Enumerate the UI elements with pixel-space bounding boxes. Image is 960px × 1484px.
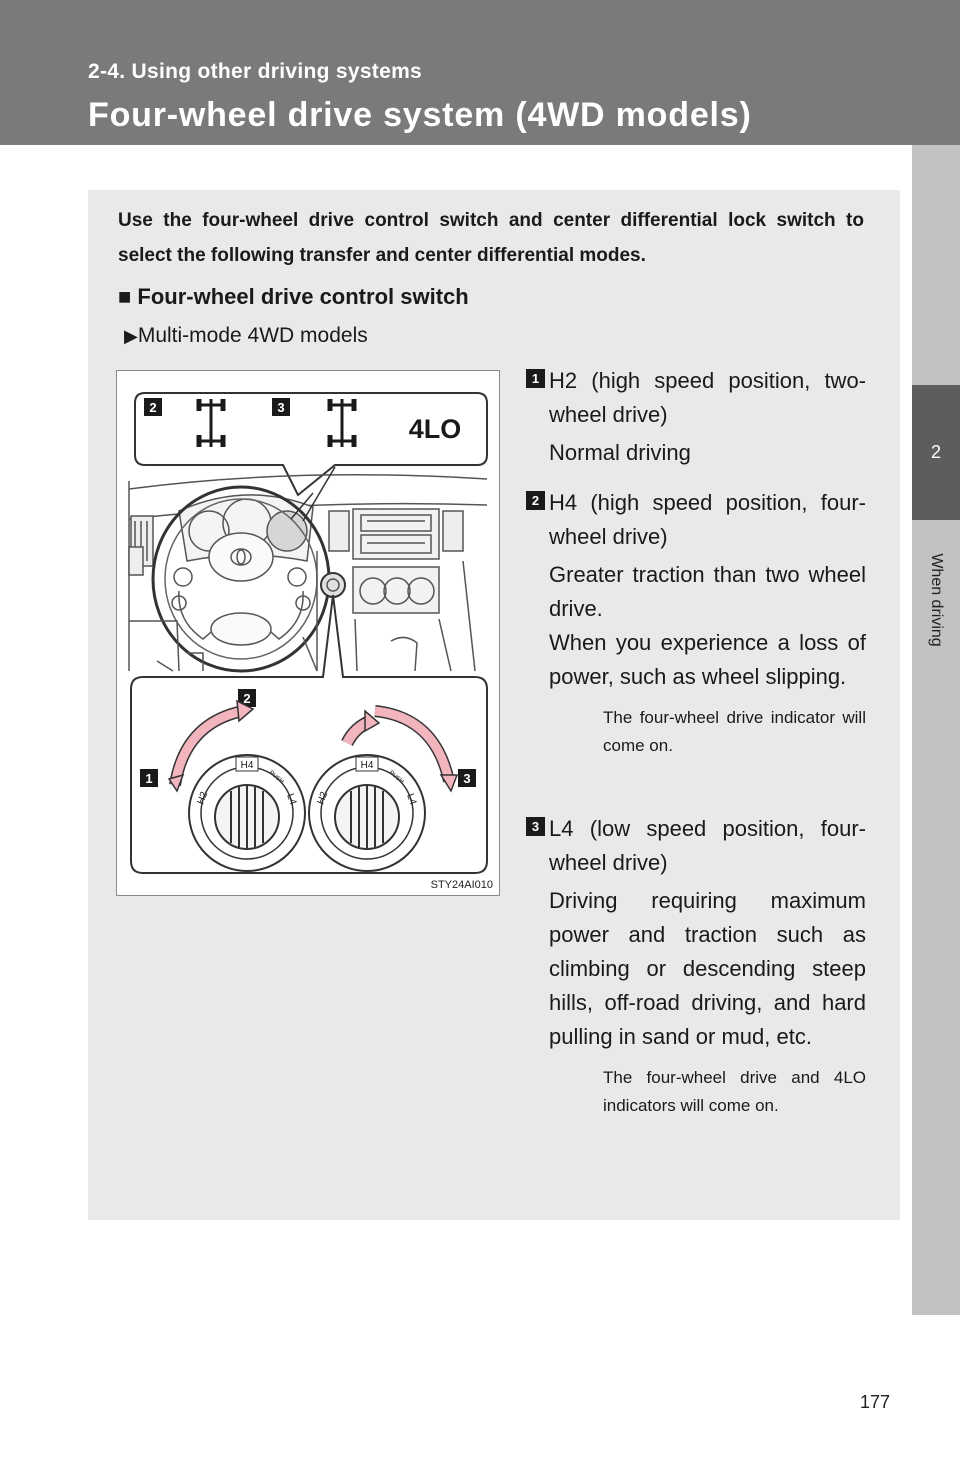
mode-note: The four-wheel drive and 4LO indicators … [603, 1068, 866, 1115]
knob-right-h4: H4 [361, 760, 374, 771]
four-wheel-drive-icon [196, 399, 226, 447]
page-header [0, 0, 960, 145]
knob-callout-1: 1 [145, 771, 152, 786]
chapter-number-tab[interactable]: 2 [912, 385, 960, 520]
subheading: ■ Four-wheel drive control switch [118, 284, 469, 310]
knob-left-h4: H4 [241, 760, 254, 771]
mode-description: Normal driving [549, 440, 691, 465]
mode-description: Greater traction than two wheel drive. [549, 562, 866, 621]
mode-description: Driving requiring maximum power and trac… [549, 888, 866, 1049]
mode-badge: 2 [526, 491, 545, 510]
knob-callout-2: 2 [243, 691, 250, 706]
drive-mode-knob-right: H4 H2 L4 PUSH [308, 754, 426, 872]
figure-code: STY24AI010 [430, 879, 493, 891]
mode-badge: 3 [526, 817, 545, 836]
indicator-4lo-label: 4LO [409, 414, 462, 444]
mode-item-h2: 1 H2 (high speed position, two-wheel dri… [526, 364, 866, 470]
chapter-label-text: When driving [928, 553, 945, 647]
callout-2-top: 2 [149, 400, 156, 415]
drive-mode-knob-left: H4 H2 L4 PUSH [188, 754, 306, 872]
section-label: 2-4. Using other driving systems [88, 60, 423, 83]
intro-paragraph: Use the four-wheel drive control switch … [118, 210, 864, 266]
square-bullet-icon: ■ [118, 284, 132, 309]
mode-item-l4: 3 L4 (low speed position, four-wheel dri… [526, 812, 866, 1120]
knob-left-l4: L4 [284, 792, 298, 807]
four-wheel-drive-low-icon [327, 399, 357, 447]
switch-illustration: 2 3 4LO [116, 370, 500, 896]
page-title: Four-wheel drive system (4WD models) [88, 96, 752, 134]
model-text: Multi-mode 4WD models [137, 324, 368, 347]
subheading-text: Four-wheel drive control switch [137, 284, 469, 309]
dashboard-and-knob-svg: 2 3 4LO [128, 392, 488, 874]
mode-badge: 1 [526, 369, 545, 388]
knob-right-l4: L4 [404, 792, 418, 807]
mode-title: H4 (high speed position, four-wheel driv… [549, 490, 866, 549]
callout-3-top: 3 [277, 400, 284, 415]
mode-item-h4: 2 H4 (high speed position, four-wheel dr… [526, 486, 866, 760]
mode-title: L4 (low speed position, four-wheel drive… [549, 816, 866, 875]
mode-title: H2 (high speed position, two-wheel drive… [549, 368, 866, 427]
knob-left-h2: H2 [195, 790, 210, 806]
dashboard-illustration [128, 474, 488, 673]
mode-note: The four-wheel drive indicator will come… [603, 708, 866, 755]
knob-callout-3: 3 [463, 771, 470, 786]
page-number: 177 [860, 1392, 891, 1412]
mode-description-2: When you experience a loss of power, suc… [549, 630, 866, 689]
knob-right-h2: H2 [315, 790, 330, 806]
chapter-label: When driving [912, 520, 960, 680]
model-line: ▶Multi-mode 4WD models [124, 324, 368, 348]
triangle-arrow-icon: ▶ [124, 326, 138, 346]
chapter-side-tab [912, 145, 960, 1315]
